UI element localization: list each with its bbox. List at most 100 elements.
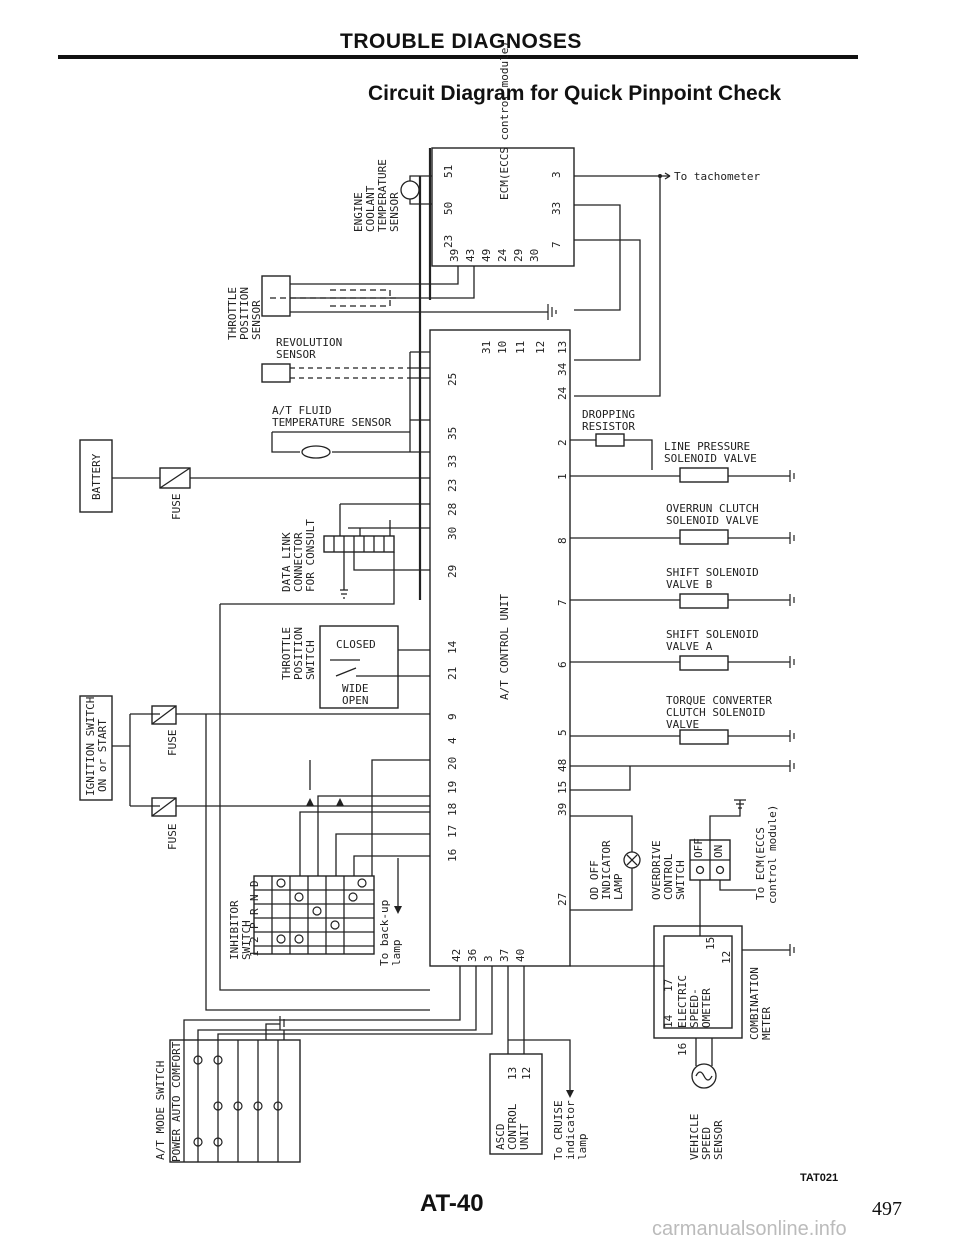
ascd-label: ASCD — [494, 1124, 507, 1151]
throttle-sensor-box — [261, 275, 291, 317]
arrow-icon — [394, 906, 402, 914]
inhibitor-grid — [254, 876, 374, 954]
ecm-pin: 23 — [442, 235, 455, 248]
ecm-pin: 50 — [442, 202, 455, 215]
ignition-box — [79, 695, 113, 801]
combination-meter-label: METER — [760, 1007, 773, 1040]
tcu-pin: 29 — [446, 565, 459, 578]
tcu-pin: 23 — [446, 479, 459, 492]
ecm-pin: 39 — [448, 249, 461, 262]
solenoid-icon — [679, 655, 729, 671]
ascd-pin: 13 — [506, 1067, 519, 1080]
inhibitor-wires — [299, 759, 430, 876]
vss-label: SENSOR — [712, 1120, 725, 1160]
prnd-label: R — [248, 908, 261, 915]
meter-pin: 17 — [662, 979, 675, 992]
fuse-icon — [151, 797, 177, 817]
fuse-label: FUSE — [166, 824, 179, 851]
backup-label: lamp — [390, 940, 403, 967]
ascd-wires — [507, 966, 525, 1054]
tcu-pin: 17 — [446, 825, 459, 838]
ecm-box — [431, 147, 575, 267]
ignition-feed-wires — [176, 604, 430, 1011]
fuse-label: FUSE — [166, 730, 179, 757]
coolant-sensor-label: TEMPERATURE — [376, 159, 389, 232]
tcu-pin: 10 — [496, 341, 509, 354]
shift-a-label: VALVE A — [666, 640, 713, 653]
ascd-pin: 12 — [520, 1067, 533, 1080]
speedometer-label: ELECTRIC — [676, 975, 689, 1028]
revolution-wires — [290, 367, 410, 379]
tcu-pin: 34 — [556, 362, 569, 376]
prnd-label: D — [248, 880, 261, 887]
tcu-pin: 14 — [446, 640, 459, 654]
shift-b-label: VALVE B — [666, 578, 713, 591]
tcu-right-pins: 31 10 11 12 13 34 24 2 1 8 7 6 5 48 15 3… — [480, 341, 569, 906]
throttle-switch-label: THROTTLE — [280, 627, 293, 680]
od-switch-label: CONTROL — [662, 853, 675, 900]
dropping-resistor-label: RESISTOR — [582, 420, 635, 433]
od-lamp-wires — [570, 815, 633, 911]
prnd-label: 2 — [248, 936, 261, 943]
throttle-switch-box — [319, 625, 399, 709]
title-rule — [58, 55, 858, 59]
od-switch-label: OVERDRIVE — [650, 840, 663, 900]
throttle-switch-contacts — [330, 649, 430, 677]
coolant-sensor-label: COOLANT — [364, 185, 377, 232]
coolant-sensor-label: SENSOR — [388, 192, 401, 232]
tcu-pin: 35 — [446, 427, 459, 440]
cruise-wire — [508, 1039, 571, 1096]
data-link-wires — [220, 503, 430, 605]
page-title: TROUBLE DIAGNOSES — [340, 30, 582, 53]
tcu-pin: 28 — [446, 503, 459, 516]
od-switch-grid — [690, 840, 730, 880]
ground-icon — [789, 944, 795, 956]
throttle-switch-label: SWITCH — [304, 640, 317, 680]
prnd-label: 1 — [248, 950, 261, 957]
tcu-pin: 2 — [556, 439, 569, 446]
harness-wires — [418, 148, 432, 600]
data-link-label: CONNECTOR — [292, 532, 305, 592]
mode-label: POWER — [170, 1129, 183, 1162]
tcu-pin: 11 — [514, 341, 527, 354]
inhibitor-contacts — [276, 878, 367, 944]
lamp-icon — [626, 854, 638, 866]
dropping-resistor-label: DROPPING — [582, 408, 635, 421]
throttle-sensor-label: SENSOR — [250, 300, 263, 340]
tcu-pin: 21 — [446, 667, 459, 680]
inhibitor-position-labels: P R N D 2 1 — [248, 880, 261, 957]
solenoid-icon — [679, 593, 729, 609]
combination-meter-label: COMBINATION — [748, 967, 761, 1040]
ignition-label: IGNITION SWITCH — [84, 697, 97, 796]
coolant-sensor-label: ENGINE — [352, 192, 365, 232]
ecm-pin: 51 — [442, 165, 455, 178]
tcu-pin: 7 — [556, 599, 569, 606]
backup-label: To back-up — [378, 900, 391, 966]
combination-meter-box — [653, 925, 743, 1039]
wide-open-label: OPEN — [342, 694, 369, 707]
tcu-pin: 42 — [450, 949, 463, 962]
diode-icon — [306, 798, 344, 806]
figure-ref: TAT021 — [800, 1172, 839, 1184]
throttle-switch-label: POSITION — [292, 627, 305, 680]
revolution-sensor-label: SENSOR — [276, 348, 316, 361]
tcu-pin: 4 — [446, 737, 459, 744]
page-code: AT-40 — [420, 1190, 484, 1217]
harness-wires-2 — [409, 351, 430, 432]
thermistor-icon — [400, 180, 420, 200]
tcu-pin: 15 — [556, 781, 569, 794]
data-link-label: DATA LINK — [280, 532, 293, 592]
tcu-pin: 13 — [556, 341, 569, 354]
tcu-pin: 40 — [514, 949, 527, 962]
cruise-label: To CRUISE — [552, 1100, 565, 1160]
meter-pin: 15 — [704, 937, 717, 950]
vss-wires — [695, 1038, 713, 1066]
vss-icon — [691, 1063, 717, 1089]
data-link-label: FOR CONSULT — [304, 519, 317, 592]
wide-open-label: WIDE — [342, 682, 369, 695]
to-ecm-wire — [719, 880, 756, 891]
inhibitor-box — [253, 875, 375, 955]
tcu-pin: 31 — [480, 341, 493, 354]
tcu-pin: 39 — [556, 803, 569, 816]
vss-icon — [695, 1071, 713, 1081]
